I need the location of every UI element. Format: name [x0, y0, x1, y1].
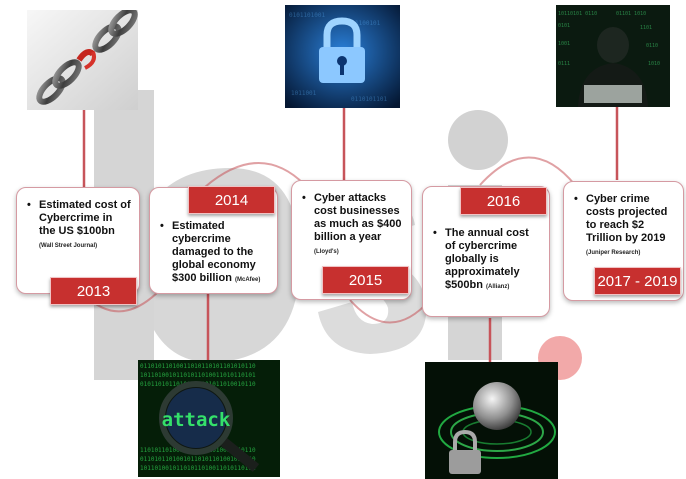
year-badge-2017-2019: 2017 - 2019	[594, 267, 681, 295]
svg-text:011010110100110101101011010101: 01101011010011010110101101010110	[140, 363, 256, 370]
globe-padlock-icon	[425, 362, 558, 479]
broken-chain-icon	[27, 10, 138, 110]
svg-text:1101: 1101	[640, 25, 652, 31]
attack-photo: 01101011010011010110101101010110 1011010…	[138, 360, 280, 477]
svg-text:01101 1010: 01101 1010	[616, 11, 646, 17]
padlock-icon: 0101101001 1100101 1011001 0110101101	[285, 5, 400, 108]
padlock-photo: 0101101001 1100101 1011001 0110101101	[285, 5, 400, 108]
source-2015: (Lloyd's)	[314, 249, 339, 255]
source-2014: (McAfee)	[234, 277, 261, 283]
fact-2013: Estimated cost of Cybercrime in the US $…	[25, 199, 131, 253]
svg-text:0110: 0110	[646, 43, 658, 49]
attack-label: attack	[162, 409, 231, 431]
year-badge-2015: 2015	[322, 266, 409, 294]
magnifier-icon	[159, 381, 260, 472]
svg-text:10110101 0110: 10110101 0110	[558, 11, 597, 17]
year-badge-2014: 2014	[188, 186, 275, 214]
year-badge-2013: 2013	[50, 277, 137, 305]
hacker-photo: 10110101 0110 01101 1010 0101 1101 1001 011…	[556, 5, 670, 107]
source-2017-2019: (Juniper Research)	[586, 250, 641, 256]
fact-2016: The annual cost of cybercrime globally i…	[431, 227, 541, 294]
svg-text:0101101001: 0101101001	[289, 12, 326, 19]
svg-text:011010110100101101011010010110: 01101011010010110101101001011010	[140, 456, 256, 463]
fact-2015: Cyber attacks cost businesses as much as…	[300, 192, 403, 259]
svg-text:101101001011010110100110101101: 10110100101101011010011010110101	[140, 465, 256, 472]
svg-text:101101001011010110100110101101: 10110100101101011010011010110101	[140, 372, 256, 379]
globe-padlock-photo	[425, 362, 558, 479]
fact-2014: Estimated cybercrime damaged to the glob…	[158, 220, 269, 287]
svg-text:1010: 1010	[648, 61, 660, 67]
svg-text:1001: 1001	[558, 41, 570, 47]
svg-text:0111: 0111	[558, 61, 570, 67]
svg-text:1100101: 1100101	[355, 20, 381, 27]
source-2016: (Allianz)	[485, 284, 510, 290]
hacker-icon: 10110101 0110 01101 1010 0101 1101 1001 011…	[556, 5, 670, 107]
broken-chain-photo	[27, 10, 138, 110]
year-badge-2016: 2016	[460, 187, 547, 215]
svg-text:0101: 0101	[558, 23, 570, 29]
svg-text:0110101101: 0110101101	[351, 96, 388, 103]
fact-2017-2019: Cyber crime costs projected to reach $2 …	[572, 193, 675, 260]
svg-text:1011001: 1011001	[291, 90, 317, 97]
source-2013: (Wall Street Journal)	[39, 243, 98, 249]
